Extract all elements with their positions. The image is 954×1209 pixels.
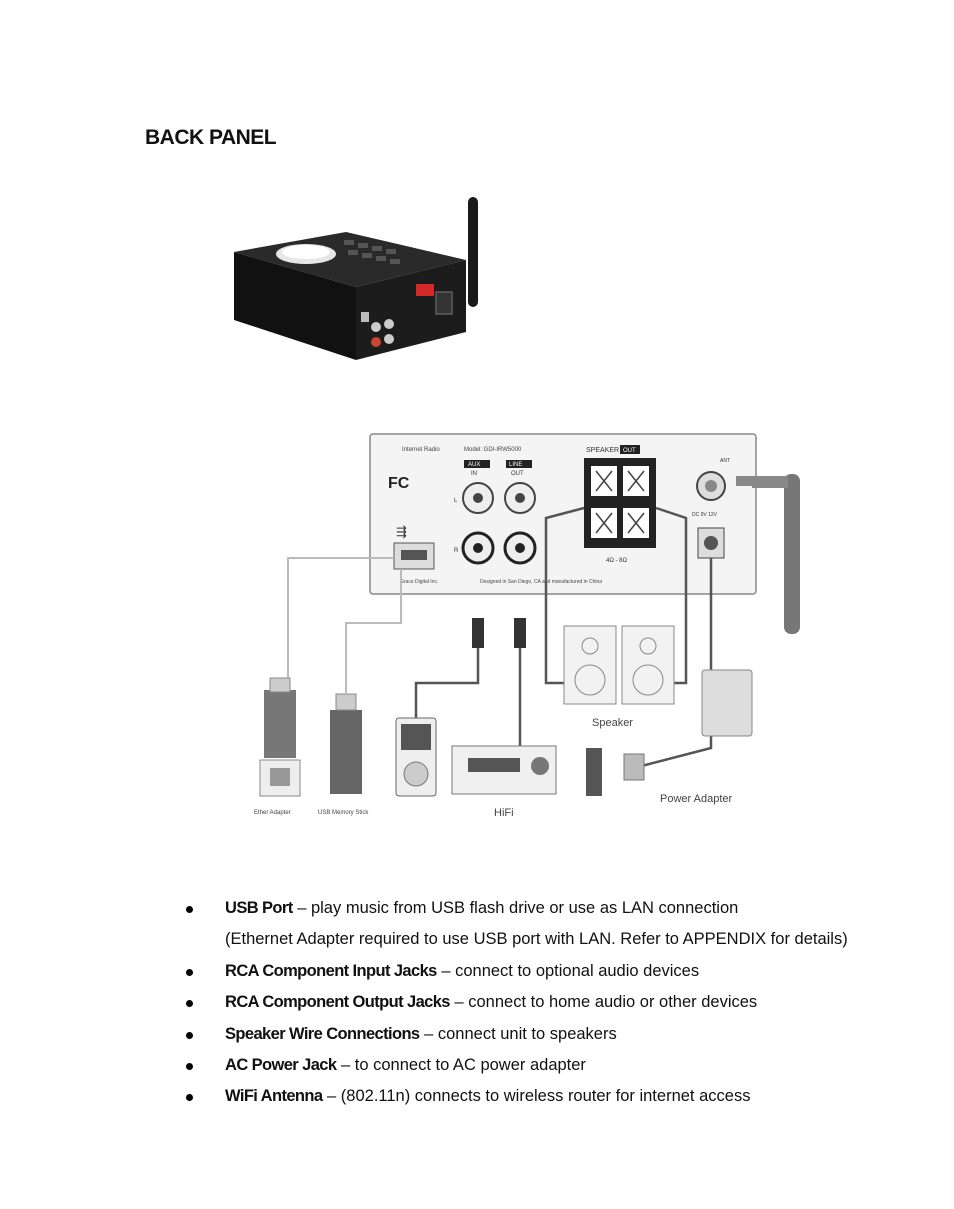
- usb-icon: ⇶: [396, 524, 407, 539]
- impedance-label: 4Ω - 8Ω: [606, 558, 627, 564]
- panel-footer-company: Grace Digital Inc.: [400, 579, 438, 585]
- bullet-icon: [186, 1031, 193, 1039]
- panel-footer-made: Designed in San Diego, CA and manufactur…: [480, 579, 602, 585]
- fc-mark: FC: [388, 475, 410, 492]
- device-photo: [234, 197, 478, 360]
- usb-stick: [330, 710, 362, 794]
- feature-description: – connect to home audio or other devices: [449, 993, 758, 1012]
- bullet-icon: [186, 968, 193, 976]
- wifi-antenna: [736, 476, 754, 486]
- feature-term: AC Power Jack: [225, 1056, 337, 1075]
- power-adapter: [701, 669, 753, 737]
- feature-term: RCA Component Output Jacks: [225, 993, 450, 1012]
- feature-term: Speaker Wire Connections: [225, 1024, 420, 1043]
- ether-adapter-label: Ether Adapter: [254, 810, 291, 816]
- hifi-label: HiFi: [494, 807, 514, 819]
- line-label: LINE: [509, 462, 522, 468]
- feature-description: – to connect to AC power adapter: [336, 1056, 586, 1075]
- ether-adapter: [264, 690, 296, 758]
- list-item: USB Port – play music from USB flash dri…: [186, 893, 926, 956]
- bullet-icon: [186, 1094, 193, 1102]
- right-channel: R: [454, 548, 459, 554]
- usb-stick-label: USB Memory Stick: [318, 810, 369, 816]
- speaker-label: Speaker: [592, 717, 633, 729]
- connection-diagram: Internet Radio Model: GDI-IRW5000 FC ⇶ A…: [254, 433, 800, 819]
- bullet-icon: [186, 1063, 193, 1071]
- list-item: AC Power Jack – to connect to AC power a…: [186, 1050, 926, 1081]
- page-title: BACK PANEL: [145, 126, 277, 149]
- aux-label: AUX: [468, 462, 480, 468]
- feature-note: (Ethernet Adapter required to use USB po…: [225, 930, 848, 949]
- bullet-icon: [186, 906, 193, 913]
- list-item: WiFi Antenna – (802.11n) connects to wir…: [186, 1081, 926, 1112]
- line-sub: OUT: [511, 471, 524, 477]
- feature-description: – connect unit to speakers: [419, 1024, 617, 1043]
- speaker-out-label: SPEAKER: [586, 447, 619, 454]
- panel-header: Internet Radio: [402, 447, 440, 453]
- panel-model: Model: GDI-IRW5000: [464, 447, 522, 453]
- feature-term: WiFi Antenna: [225, 1087, 323, 1106]
- left-channel: L: [454, 498, 458, 504]
- speaker-out-badge: OUT: [623, 448, 636, 454]
- dc-label: DC 9V 12V: [692, 512, 718, 518]
- feature-description: – connect to optional audio devices: [436, 961, 700, 980]
- feature-description: – play music from USB flash drive or use…: [292, 899, 739, 917]
- feature-term: RCA Component Input Jacks: [225, 961, 437, 980]
- rca-jacks: [461, 482, 537, 565]
- power-adapter-label: Power Adapter: [660, 793, 732, 805]
- feature-description: – (802.11n) connects to wireless router …: [322, 1087, 751, 1106]
- feature-term: USB Port: [225, 899, 293, 917]
- ant-label: ANT: [720, 458, 730, 464]
- aux-sub: IN: [471, 471, 477, 477]
- feature-list: USB Port – play music from USB flash dri…: [186, 893, 926, 1113]
- list-item: RCA Component Output Jacks – connect to …: [186, 987, 926, 1018]
- list-item: RCA Component Input Jacks – connect to o…: [186, 956, 926, 987]
- bullet-icon: [186, 1000, 193, 1008]
- list-item: Speaker Wire Connections – connect unit …: [186, 1019, 926, 1050]
